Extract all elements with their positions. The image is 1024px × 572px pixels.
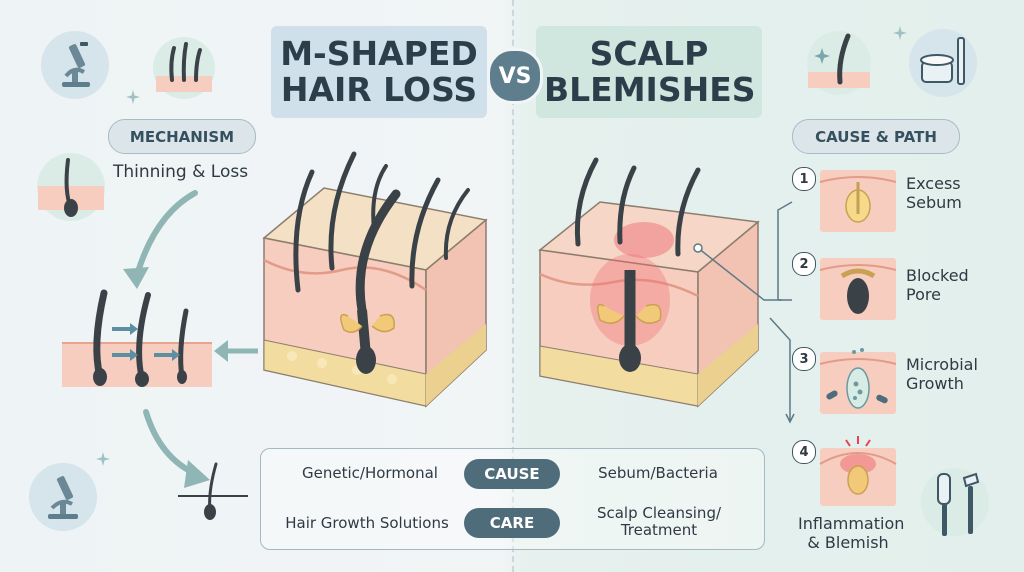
vs-badge: VS — [487, 48, 543, 104]
microscope-icon — [41, 31, 109, 99]
arrow-mechanism-final — [143, 409, 210, 488]
blemish-scalp-cross-section — [538, 157, 782, 408]
hair-strand-sparkle-icon — [807, 31, 871, 95]
center-divider — [512, 0, 514, 572]
care-right-text: Scalp Cleansing/ Treatment — [596, 504, 722, 539]
title-m-shaped-hair-loss: M-SHAPED HAIR LOSS — [271, 26, 487, 118]
comparison-box: Genetic/Hormonal CAUSE Sebum/Bacteria Ha… — [260, 448, 765, 550]
step-2-number: 2 — [792, 252, 816, 276]
step-3-label: Microbial Growth — [906, 355, 978, 393]
mechanism-subtitle: Thinning & Loss — [113, 162, 249, 182]
cause-right-text: Sebum/Bacteria — [598, 464, 718, 482]
excess-sebum-icon — [819, 170, 897, 232]
step-3-number: 3 — [792, 347, 816, 371]
lost-hair-follicle — [178, 462, 248, 520]
title-scalp-blemishes: SCALP BLEMISHES — [536, 26, 762, 118]
sparkle-icon — [893, 26, 907, 40]
microbial-growth-icon — [819, 348, 897, 414]
title-left-text: M-SHAPED HAIR LOSS — [280, 34, 478, 109]
title-right-text: SCALP BLEMISHES — [544, 34, 756, 109]
arrow-mechanism-down — [123, 190, 198, 289]
mechanism-label: MECHANISM — [108, 119, 256, 154]
inflammation-blemish-icon — [819, 436, 897, 506]
arrow-from-block-left — [214, 340, 258, 362]
step-1-number: 1 — [792, 167, 816, 191]
microscope-icon — [29, 463, 97, 531]
cream-jar-icon — [909, 29, 977, 97]
hair-loss-scalp-cross-section — [262, 151, 488, 408]
hair-follicle-icon — [153, 37, 215, 99]
step-2-label: Blocked Pore — [906, 266, 969, 304]
care-badge: CARE — [464, 508, 560, 538]
sparkle-icon — [96, 452, 110, 466]
step-4-number: 4 — [792, 440, 816, 464]
blocked-pore-icon — [819, 258, 897, 320]
cause-left-text: Genetic/Hormonal — [302, 464, 438, 482]
cause-badge: CAUSE — [464, 459, 560, 489]
step-4-label: Inflammation & Blemish — [798, 514, 905, 552]
cause-path-label: CAUSE & PATH — [792, 119, 960, 154]
comb-toothbrush-icon — [921, 468, 989, 536]
sparkle-icon — [126, 90, 140, 104]
step-1-label: Excess Sebum — [906, 174, 962, 212]
care-left-text: Hair Growth Solutions — [285, 514, 449, 532]
cause-path-connector — [769, 201, 795, 424]
follicle-miniaturization-diagram — [62, 289, 212, 387]
thinning-follicle-icon — [37, 153, 105, 221]
